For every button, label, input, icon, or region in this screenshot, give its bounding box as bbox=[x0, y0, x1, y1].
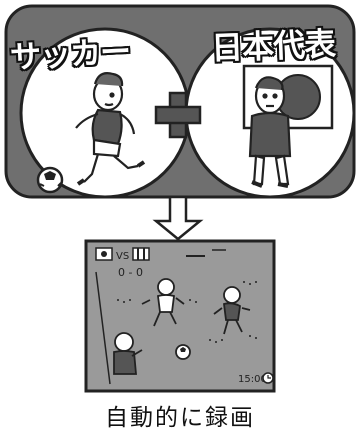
tv-goalkeeper bbox=[113, 332, 143, 375]
tv-player-2 bbox=[213, 286, 251, 335]
clock-icon bbox=[262, 372, 274, 384]
caption-auto-record: 自動的に録画 bbox=[105, 405, 255, 431]
tv-player-1 bbox=[141, 278, 185, 327]
japan-team-circle bbox=[184, 27, 356, 199]
label-japan-national-team: 日本代表 bbox=[210, 24, 336, 68]
pitch-dots bbox=[117, 281, 257, 343]
down-arrow-icon bbox=[152, 195, 204, 241]
standing-player bbox=[248, 76, 292, 188]
running-player bbox=[75, 72, 146, 186]
soccer-ball-icon bbox=[36, 166, 64, 194]
tv-score-text: 0 - 0 bbox=[118, 266, 143, 279]
tv-vs-text: VS bbox=[116, 251, 129, 262]
tv-soccer-ball-icon bbox=[175, 344, 191, 360]
label-soccer: サッカー bbox=[9, 33, 132, 77]
tv-clock-text: 15:00 bbox=[238, 374, 267, 385]
tv-screen: VS 0 - 0 bbox=[84, 239, 276, 393]
plus-icon bbox=[154, 91, 202, 139]
tv-flag-opponent bbox=[132, 247, 150, 261]
